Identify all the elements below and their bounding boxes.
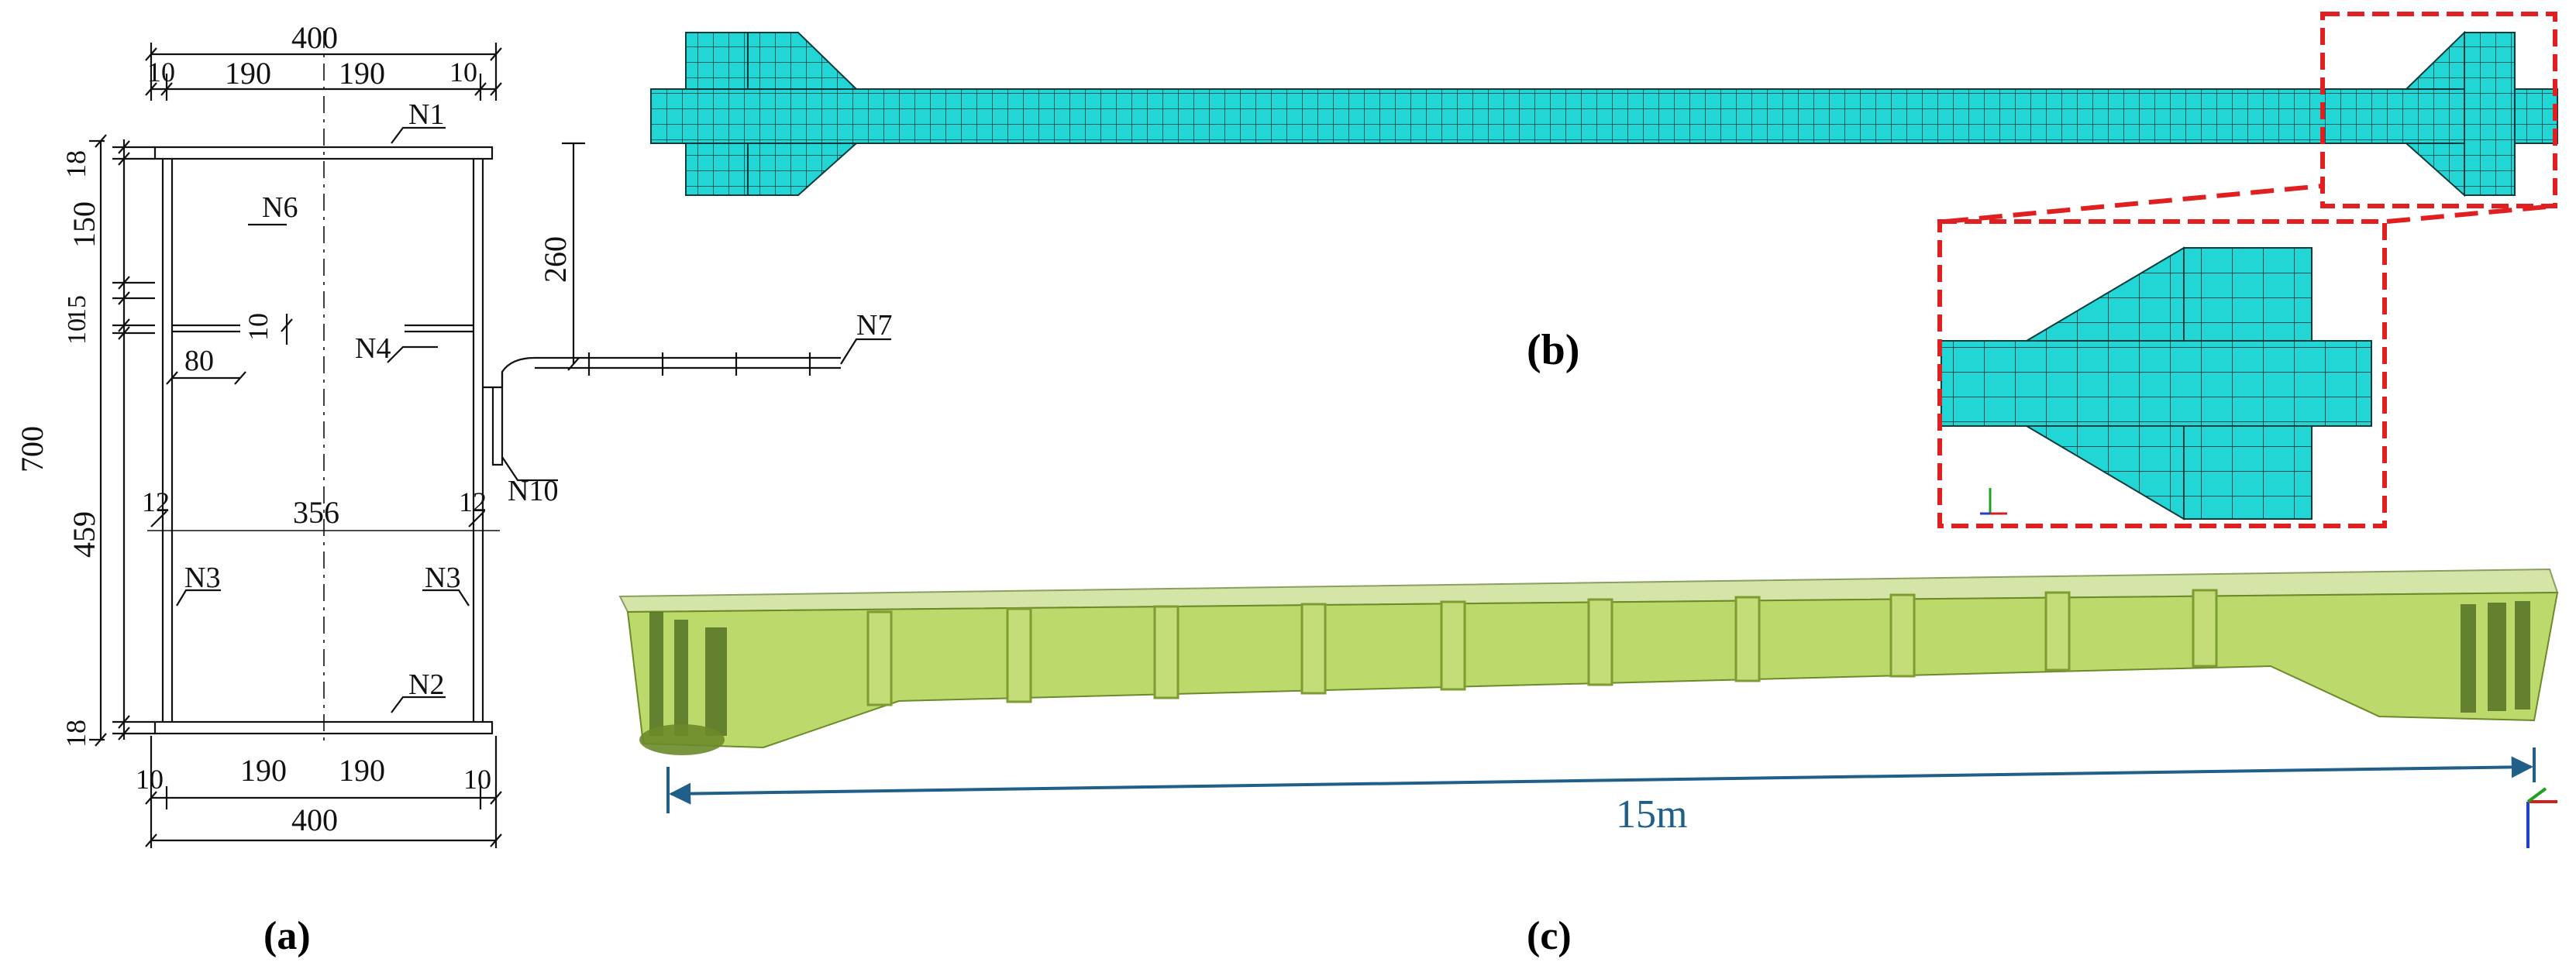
panel-b-mesh-plan [650,30,2558,198]
dim-left-459: 459 [67,511,102,558]
panel-b-zoom-detail [1941,246,2372,521]
label-n7: N7 [856,309,892,342]
zoom-connector-bottom [2386,204,2556,224]
dim-left-top: 18 [60,150,91,178]
panel-c-3d-model [618,568,2559,755]
dim-diaphragm-10: 10 [243,313,274,341]
label-n6: N6 [262,191,298,224]
dim-top-seg-right: 190 [339,56,385,91]
span-length-label: 15m [1616,792,1687,837]
dim-diaphragm-80: 80 [184,345,214,377]
dim-bottom-seg-right: 190 [339,753,385,788]
label-n1: N1 [408,98,444,131]
label-n3-left: N3 [184,562,220,594]
dim-bottom-edge-left: 10 [136,764,164,795]
caption-c: (c) [1527,914,1572,958]
dim-left-10: 10 [63,318,91,345]
axis-triad-icon [1980,488,2007,515]
dim-bottom-total: 400 [291,802,338,837]
label-n10: N10 [508,475,558,507]
dim-left-150: 150 [67,201,102,248]
dim-bottom-edge-right: 10 [463,764,491,795]
dim-right-260: 260 [538,236,573,283]
panel-a-cross-section [89,31,891,848]
highlight-box-small [2320,12,2557,208]
dim-top-edge-right: 10 [449,57,477,88]
dim-left-15: 15 [63,295,91,321]
dim-inner-width: 356 [293,495,339,530]
dim-web-right: 12 [459,486,487,517]
label-n3-right: N3 [425,562,460,594]
label-n4: N4 [355,332,391,365]
dim-web-left: 12 [142,486,170,517]
caption-a: (a) [263,914,311,958]
dim-left-bottom: 18 [60,720,91,747]
highlight-box-zoom [1937,219,2387,528]
dim-left-700: 700 [15,426,50,472]
caption-b: (b) [1527,326,1579,374]
label-n2: N2 [408,668,444,701]
dim-top-total: 400 [291,20,338,55]
dim-top-seg-left: 190 [225,56,271,91]
zoom-connector-top [1944,184,2323,224]
dim-top-edge-left: 10 [147,57,175,88]
global-axis-icon [2526,787,2557,848]
panel-a-dimension-labels: 400 10 190 190 10 190 190 10 10 400 356 … [15,20,892,837]
dim-bottom-seg-left: 190 [240,753,287,788]
span-dimension [666,747,2536,813]
